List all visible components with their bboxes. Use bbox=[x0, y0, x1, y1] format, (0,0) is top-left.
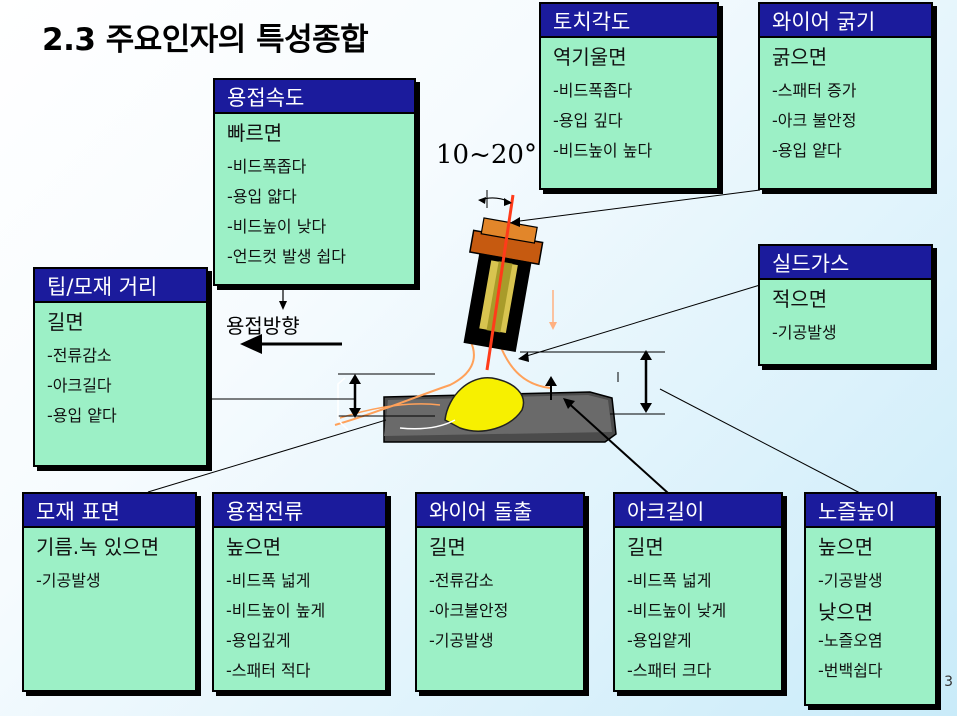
box-item: -번백쉽다 bbox=[818, 661, 883, 680]
box-item: -용입깊게 bbox=[226, 631, 291, 650]
weld-bead bbox=[444, 377, 525, 432]
connector-gas bbox=[519, 284, 761, 359]
box-header: 노즐높이 bbox=[806, 494, 935, 528]
box-item: -스패터 증가 bbox=[772, 81, 857, 100]
box-item: -비드폭 넓게 bbox=[226, 571, 311, 590]
box-lead: 길면 bbox=[627, 535, 664, 559]
box-item: -전류감소 bbox=[47, 346, 112, 365]
box-item: -용입 얇다 bbox=[227, 187, 297, 206]
box-item: -스패터 적다 bbox=[226, 661, 311, 680]
box-item: -비드높이 높게 bbox=[226, 601, 326, 620]
wire-stickout-box: 와이어 돌출 길면 -전류감소 -아크불안정 -기공발생 bbox=[415, 492, 585, 692]
box-item: -아크불안정 bbox=[429, 601, 509, 620]
connector-surface bbox=[147, 419, 387, 493]
box-lead: 높으면 bbox=[226, 535, 282, 559]
base-surface-box: 모재 표면 기름.녹 있으면 -기공발생 bbox=[22, 492, 197, 692]
box-item: -기공발생 bbox=[818, 571, 883, 590]
box-item: -비드높이 낮게 bbox=[627, 601, 727, 620]
box-item: -스패터 크다 bbox=[627, 661, 712, 680]
box-lead: 빠르면 bbox=[227, 121, 283, 145]
welding-wire bbox=[485, 194, 515, 371]
connector-arc bbox=[564, 399, 669, 494]
connector-nozzle bbox=[659, 388, 861, 494]
box-item: -아크 불안정 bbox=[772, 111, 857, 130]
box-item: -기공발생 bbox=[429, 631, 494, 650]
box-header: 와이어 돌출 bbox=[417, 494, 583, 528]
arc-length-box: 아크길이 길면 -비드폭 넓게 -비드높이 낮게 -용입얕게 -스패터 크다 bbox=[613, 492, 783, 692]
box-lead: 굵으면 bbox=[772, 45, 828, 69]
box-item: -용입 얕다 bbox=[772, 141, 842, 160]
box-header: 실드가스 bbox=[760, 246, 931, 280]
box-item: -비드폭 넓게 bbox=[627, 571, 712, 590]
box-item: -용입 깊다 bbox=[553, 111, 623, 130]
box-item: -기공발생 bbox=[36, 571, 101, 590]
box-lead: 낮으면 bbox=[818, 600, 874, 624]
box-item: -아크길다 bbox=[47, 376, 112, 395]
direction-label: 용접방향 bbox=[226, 314, 300, 338]
connector-wire bbox=[511, 189, 761, 223]
box-lead: 기름.녹 있으면 bbox=[36, 535, 160, 559]
box-item: -용입 얕다 bbox=[47, 406, 117, 425]
wire-thickness-box: 와이어 굵기 굵으면 -스패터 증가 -아크 불안정 -용입 얕다 bbox=[758, 2, 933, 190]
box-lead: 높으면 bbox=[818, 535, 874, 559]
box-item: -전류감소 bbox=[429, 571, 494, 590]
box-header: 와이어 굵기 bbox=[760, 4, 931, 38]
box-item: -비드폭좁다 bbox=[553, 81, 633, 100]
tip-distance-box: 팁/모재 거리 길면 -전류감소 -아크길다 -용입 얕다 bbox=[33, 267, 208, 467]
box-header: 토치각도 bbox=[541, 4, 717, 38]
box-lead: 길면 bbox=[47, 310, 84, 334]
page-title: 2.3 주요인자의 특성종합 bbox=[42, 22, 369, 58]
box-lead: 길면 bbox=[429, 535, 466, 559]
angle-label: 10~20° bbox=[436, 140, 537, 170]
weld-speed-box: 용접속도 빠르면 -비드폭좁다 -용입 얇다 -비드높이 낮다 -언드컷 발생 … bbox=[213, 78, 416, 286]
box-lead: 적으면 bbox=[772, 287, 828, 311]
box-item: -언드컷 발생 쉽다 bbox=[227, 247, 346, 266]
box-header: 용접전류 bbox=[214, 494, 385, 528]
box-item: -용입얕게 bbox=[627, 631, 692, 650]
box-lead: 역기울면 bbox=[553, 45, 627, 69]
box-header: 아크길이 bbox=[615, 494, 781, 528]
box-header: 팁/모재 거리 bbox=[35, 269, 206, 303]
shield-gas-box: 실드가스 적으면 -기공발생 bbox=[758, 244, 933, 366]
weld-current-box: 용접전류 높으면 -비드폭 넓게 -비드높이 높게 -용입깊게 -스패터 적다 bbox=[212, 492, 387, 692]
box-item: -비드폭좁다 bbox=[227, 157, 307, 176]
box-header: 용접속도 bbox=[215, 80, 414, 114]
page-number: 3 bbox=[944, 674, 953, 690]
torch-angle-box: 토치각도 역기울면 -비드폭좁다 -용입 깊다 -비드높이 높다 bbox=[539, 2, 719, 190]
nozzle-height-box: 노즐높이 높으면 -기공발생 낮으면 -노즐오염 -번백쉽다 bbox=[804, 492, 937, 706]
box-item: -비드높이 낮다 bbox=[227, 217, 327, 236]
box-header: 모재 표면 bbox=[24, 494, 195, 528]
box-item: -비드높이 높다 bbox=[553, 141, 653, 160]
box-item: -기공발생 bbox=[772, 323, 837, 342]
direction-arrow bbox=[240, 334, 262, 354]
box-item: -노즐오염 bbox=[818, 631, 883, 650]
